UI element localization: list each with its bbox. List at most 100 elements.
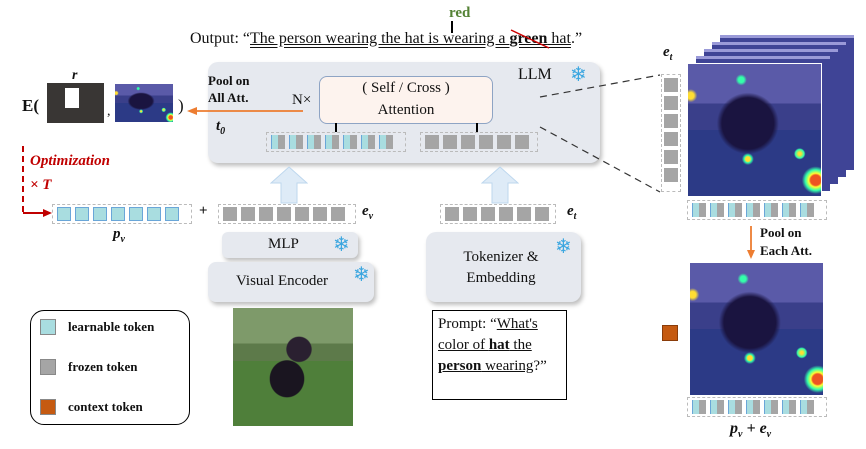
output-prefix: Output: “ (190, 30, 250, 47)
t0-label: t0 (216, 118, 225, 137)
pool-each-line1: Pool on (760, 225, 802, 240)
attention-line1: ( Self / Cross ) (362, 80, 450, 96)
legend-item: frozen token (40, 359, 137, 375)
attention-line2: Attention (377, 102, 435, 118)
energy-prefix: E( (22, 96, 39, 115)
correction-arrow (451, 21, 453, 33)
optimization-arrow-icon (23, 209, 52, 217)
sentence-start: The person wearing the hat is wearing a (250, 30, 510, 47)
llm-label: LLM (518, 66, 552, 83)
et-right-label: et (663, 44, 672, 63)
pv-p: p (113, 226, 121, 242)
prompt-hat: hat (488, 337, 510, 353)
frozen-token (515, 135, 529, 149)
snowflake-icon: ❄ (555, 234, 572, 258)
frozen-token (664, 78, 678, 92)
attention-thumbnail (114, 83, 174, 123)
frozen-token (664, 96, 678, 110)
tokenizer-line1: Tokenizer & (463, 249, 539, 265)
mixed-token (764, 203, 778, 217)
pv-label: pv (113, 226, 125, 245)
mixed-token (343, 135, 357, 149)
et-tokens (440, 204, 556, 224)
mixed-token (728, 203, 742, 217)
pooled-attention-map (689, 262, 824, 396)
mixed-tokens (687, 200, 827, 220)
legend-swatch (40, 399, 56, 415)
context-token (662, 325, 678, 341)
mlp-box (222, 232, 358, 258)
legend-label: learnable token (68, 319, 155, 334)
mixed-token (307, 135, 321, 149)
frozen-token (535, 207, 549, 221)
ev-sub: v (368, 211, 374, 222)
frozen-token (517, 207, 531, 221)
mixed-token (289, 135, 303, 149)
t0-t: t (216, 118, 221, 134)
region-mask (47, 83, 104, 123)
attention-map-front (687, 63, 822, 197)
frozen-token (481, 207, 495, 221)
legend-swatch (40, 359, 56, 375)
frozen-token (497, 135, 511, 149)
input-image (233, 308, 353, 426)
legend-label: context token (68, 399, 143, 414)
prompt-line2: color of hat the (438, 337, 532, 353)
pool-arrow-icon (187, 107, 303, 115)
legend-item: learnable token (40, 319, 154, 335)
output-sentence: The person wearing the hat is wearing a … (250, 29, 571, 49)
mixed-token (361, 135, 375, 149)
mixed-token (746, 203, 760, 217)
mlp-label: MLP (268, 236, 299, 252)
pool-each-line2: Each Att. (760, 243, 812, 258)
snowflake-icon: ❄ (333, 232, 350, 256)
correction-word: red (449, 5, 471, 21)
prompt-prefix: Prompt: “ (438, 316, 497, 332)
optimization-loop (22, 146, 24, 212)
wrong-word: green (509, 29, 550, 49)
tokenizer-box (426, 232, 581, 302)
learnable-token (93, 207, 107, 221)
frozen-token (461, 135, 475, 149)
mixed-token (728, 400, 742, 414)
energy-suffix: ) (178, 96, 184, 115)
mixed-token (710, 400, 724, 414)
prompt-person: person (438, 358, 482, 374)
output-suffix: .” (570, 30, 583, 47)
wide-up-arrow-icon (270, 166, 308, 204)
frozen-token (463, 207, 477, 221)
pv-tokens (52, 204, 192, 224)
prompt-q2: color of (438, 337, 489, 353)
region-label: r (72, 68, 78, 83)
strike-icon (511, 29, 550, 49)
et-right-e: e (663, 44, 670, 60)
llm-text-tokens (420, 132, 538, 152)
prompt-box: Prompt: “What's color of hat the person … (432, 310, 567, 400)
pool-all-line2: All Att. (208, 90, 249, 105)
frozen-token (479, 135, 493, 149)
frozen-token (664, 168, 678, 182)
frozen-token (259, 207, 273, 221)
frozen-token (313, 207, 327, 221)
pool-all-line1: Pool on (208, 73, 250, 88)
combo-sub: v (738, 429, 743, 441)
visual-encoder-box (208, 262, 374, 302)
optimization-label: Optimization (30, 153, 111, 169)
llm-visual-tokens (266, 132, 406, 152)
learnable-token (57, 207, 71, 221)
up-arrow-icon (335, 123, 337, 132)
learnable-token (129, 207, 143, 221)
mixed-token (692, 203, 706, 217)
pool-each-label: Pool on Each Att. (760, 224, 812, 260)
tokenizer-label: Tokenizer &Embedding (426, 247, 576, 289)
frozen-token (443, 135, 457, 149)
mixed-token (271, 135, 285, 149)
attention-block: ( Self / Cross ) Attention (319, 76, 493, 124)
et-sub: t (573, 211, 577, 222)
mixed-token (746, 400, 760, 414)
region-rect (65, 88, 79, 108)
connector-lines (539, 74, 661, 193)
repeat-label: N× (292, 92, 312, 108)
legend-label: frozen token (68, 359, 138, 374)
